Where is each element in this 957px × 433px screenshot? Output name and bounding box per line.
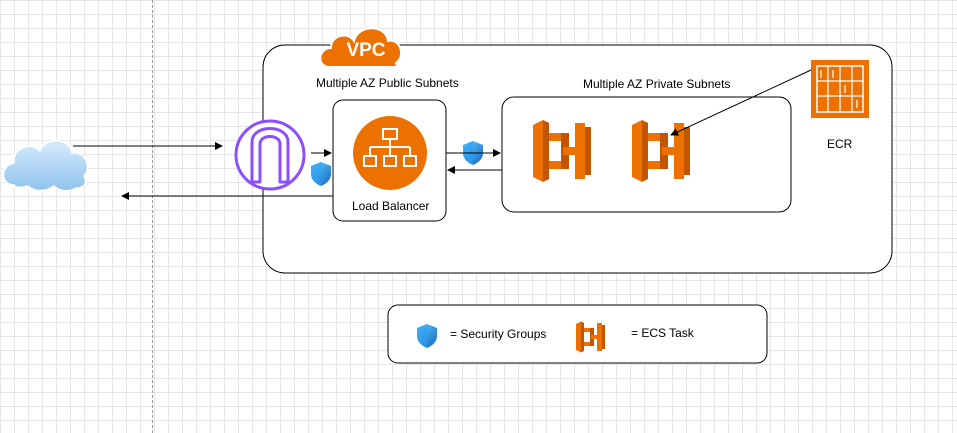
legend-ecs-task-label: = ECS Task: [631, 326, 694, 340]
arrow-ecr-to-ecs: [670, 69, 812, 136]
load-balancer-label: Load Balancer: [352, 199, 430, 213]
vpc-cloud-icon: [319, 27, 403, 68]
ecr-label: ECR: [827, 137, 853, 151]
page-divider: [152, 0, 153, 433]
load-balancer-icon: [353, 116, 427, 190]
private-subnets-label: Multiple AZ Private Subnets: [583, 77, 731, 91]
internet-gateway-icon: [234, 119, 306, 191]
vpc-badge-label: VPC: [346, 40, 386, 61]
legend-security-groups-label: = Security Groups: [450, 327, 547, 341]
public-subnets-label: Multiple AZ Public Subnets: [316, 76, 459, 90]
ecr-icon: [811, 60, 869, 118]
connectors: [73, 69, 812, 200]
internet-cloud-icon: [2, 140, 89, 192]
